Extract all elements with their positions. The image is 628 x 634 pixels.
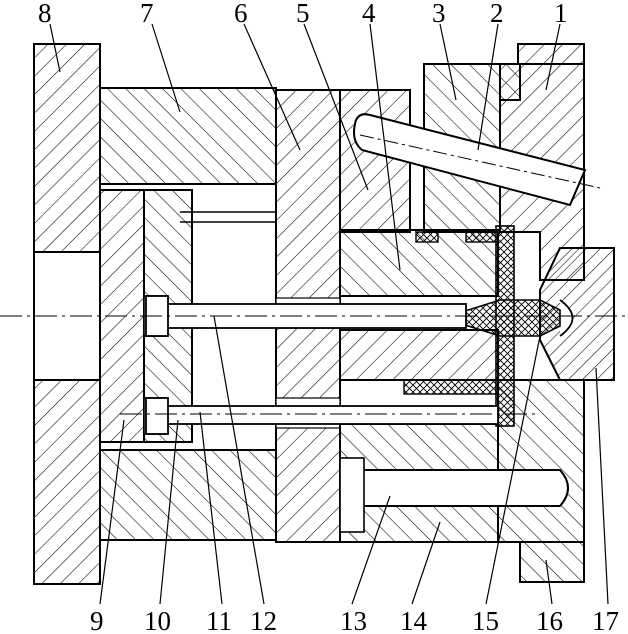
leader-lines-top (49, 23, 561, 271)
part-8-clamp-plate (33, 43, 101, 585)
label-9: 9 (90, 606, 104, 634)
part-2-angled-pin (353, 113, 601, 207)
label-5: 5 (296, 0, 310, 28)
label-6: 6 (234, 0, 248, 28)
label-11: 11 (206, 606, 232, 634)
part-15-molded-part (403, 225, 561, 427)
label-7: 7 (140, 0, 154, 28)
label-8: 8 (38, 0, 52, 28)
label-15: 15 (472, 606, 499, 634)
label-4: 4 (362, 0, 376, 28)
label-12: 12 (250, 606, 277, 634)
part-11-ejector-pin (145, 397, 499, 435)
leader-lines-bottom (99, 315, 609, 605)
label-3: 3 (432, 0, 446, 28)
label-10: 10 (144, 606, 171, 634)
label-14: 14 (400, 606, 428, 634)
spacer-bottom (99, 449, 277, 541)
label-2: 2 (490, 0, 504, 28)
part-17-sprue-bushing (539, 247, 615, 381)
part-7-spacer-top (99, 87, 277, 185)
label-17: 17 (592, 606, 619, 634)
return-pin (180, 211, 276, 223)
label-13: 13 (340, 606, 367, 634)
label-16: 16 (536, 606, 563, 634)
label-1: 1 (554, 0, 568, 28)
